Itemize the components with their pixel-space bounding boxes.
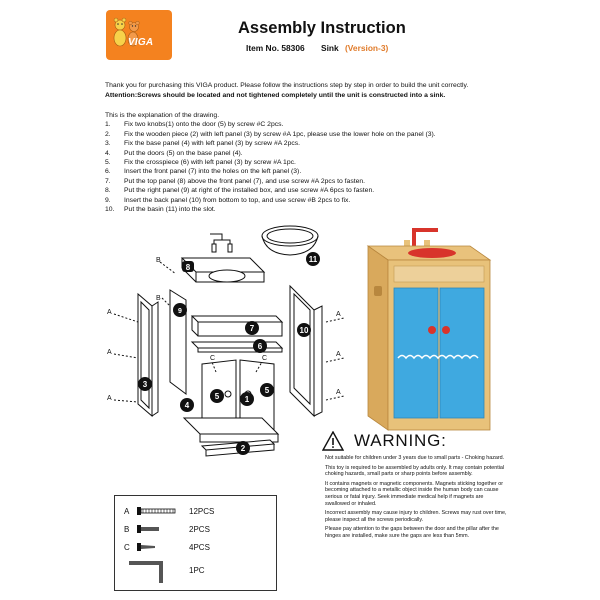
item-number: Item No. 58306 [246,43,305,53]
step-item: 3.Fix the base panel (4) with left panel… [105,140,301,148]
screw-label-b: B [156,295,161,302]
item-line: Item No. 58306 Sink (Version-3) [246,43,388,53]
screw-label-a: A [107,349,112,356]
exploded-diagram: A A A B B A A A C C 11 8 9 7 10 6 3 5 1 … [107,225,345,457]
intro-text: Thank you for purchasing this VIGA produ… [105,81,545,100]
screw-label-c: C [210,355,215,362]
warning-header: WARNING: [322,431,447,451]
attention-text: Attention:Screws should be located and n… [105,91,446,99]
svg-text:6: 6 [258,342,263,351]
warning-paragraph: It contains magnets or magnetic componen… [325,480,503,507]
basin-part [261,225,319,256]
screw-label-a: A [336,311,341,318]
step-item: 5.Fix the crosspiece (6) with left panel… [105,159,296,167]
step-item: 7.Put the top panel (8) above the front … [105,177,366,185]
callout-10: 9 [173,303,187,317]
bears-icon [113,17,140,47]
callout-7: 7 [245,321,259,335]
faucet-icon [404,228,438,248]
warning-paragraph: Please pay attention to the gaps between… [325,526,499,539]
top-panel [180,233,266,283]
right-panel [289,284,323,418]
step-item: 10.Put the basin (11) into the slot. [105,206,216,214]
step-item: 9.Insert the back panel (10) from bottom… [105,196,351,204]
step-item: 4.Put the doors (5) on the base panel (4… [105,149,243,157]
version-label: (Version-3) [345,43,389,53]
left-panel [137,292,159,418]
short-screw-icon [137,543,155,551]
part-row: A 12PCS [124,507,215,516]
svg-text:4: 4 [185,401,190,410]
callout-4: 4 [180,398,194,412]
steps-heading: This is the explanation of the drawing. [105,112,220,119]
part-row: 1PC [115,558,276,586]
screw-label-a: A [336,351,341,358]
warning-text: Not suitable for children under 3 years … [325,455,507,543]
warning-paragraph: This toy is required to be assembled by … [325,464,505,478]
callout-11: 11 [306,252,320,266]
medium-screw-icon [137,525,159,533]
warning-paragraph: Not suitable for children under 3 years … [325,455,505,461]
callout-2: 2 [236,441,250,455]
callout-1: 1 [240,392,254,406]
product-name: Sink [320,43,339,53]
screw-label-a: A [107,395,112,402]
screw-label-c: C [262,355,267,362]
screw-label-a: A [107,309,112,316]
warning-paragraph: Incorrect assembly may cause injury to c… [325,510,507,523]
svg-text:1: 1 [245,395,250,404]
product-photo [366,228,492,431]
svg-text:8: 8 [186,263,191,272]
warning-title: WARNING: [354,431,447,450]
svg-text:3: 3 [143,380,148,389]
step-item: 6.Insert the front panel (7) into the ho… [105,168,302,176]
allen-key-icon [129,561,163,583]
crosspiece [190,341,284,353]
step-item: 8.Put the right panel (9) at right of th… [105,187,375,195]
thanks-text: Thank you for purchasing this VIGA produ… [105,82,469,89]
svg-text:5: 5 [215,392,220,401]
callout-8: 8 [182,261,194,272]
instruction-steps: This is the explanation of the drawing. … [105,111,545,214]
logo-text: VIGA [128,37,154,48]
warning-triangle-icon [322,431,344,451]
long-screw-icon [137,507,176,515]
callout-9: 10 [297,323,311,337]
parts-list: A 12PCS B 2PCS C 4PCS 1PC [114,495,277,591]
svg-text:9: 9 [178,308,182,315]
callout-3: 3 [138,377,152,391]
svg-text:2: 2 [241,444,246,453]
viga-logo: VIGA [106,10,172,60]
step-item: 2.Fix the wooden piece (2) with left pan… [105,130,436,138]
part-row: B 2PCS [124,525,210,534]
callout-5: 5 [210,389,224,403]
step-item: 1.Fix two knobs(1) onto the door (5) by … [105,121,284,129]
svg-text:7: 7 [250,324,255,333]
page-title: Assembly Instruction [238,19,406,37]
screw-label-b: B [156,257,161,264]
svg-text:5: 5 [265,386,270,395]
base-panel [182,417,280,443]
callout-6: 6 [253,339,267,353]
callout-5: 5 [260,383,274,397]
svg-text:11: 11 [309,255,318,264]
part-row: C 4PCS [124,543,210,552]
screw-label-a: A [336,389,341,396]
svg-text:10: 10 [300,326,309,335]
front-panel [190,315,284,337]
screw-arrows [113,261,345,403]
